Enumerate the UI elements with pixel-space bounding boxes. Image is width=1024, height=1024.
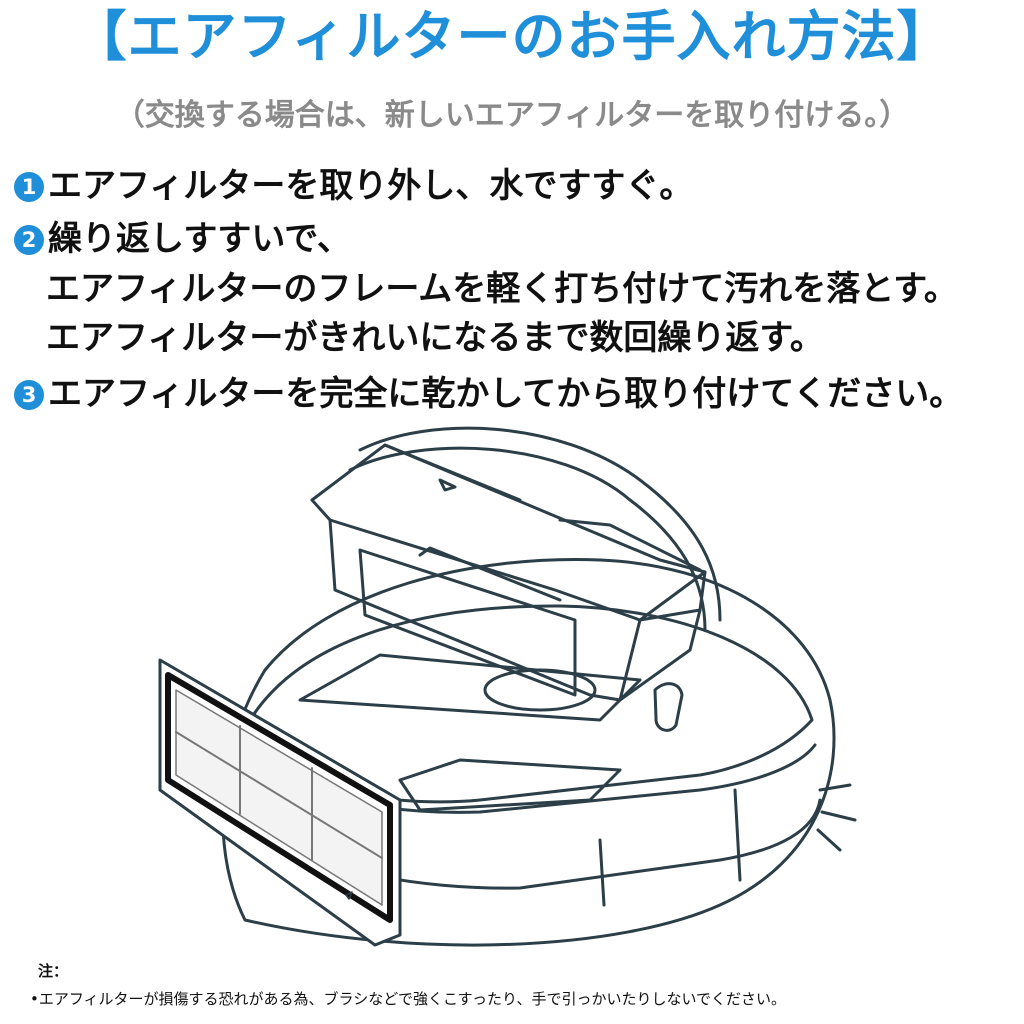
step-3-number-badge: 3 bbox=[14, 380, 44, 410]
step-2-text-line-1: 繰り返しすすいで、 bbox=[48, 219, 351, 259]
step-1-text: エアフィルターを取り外し、水ですすぐ。 bbox=[48, 166, 694, 206]
step-2-number-badge: 2 bbox=[14, 225, 44, 255]
note-heading: 注： bbox=[38, 962, 69, 980]
step-2-text-line-2: エアフィルターのフレームを軽く打ち付けて汚れを落とす。 bbox=[46, 269, 958, 309]
step-2-text-line-3: エアフィルターがきれいになるまで数回繰り返す。 bbox=[46, 318, 824, 358]
robot-vacuum-illustration bbox=[158, 426, 857, 947]
air-filter bbox=[158, 658, 402, 947]
step-1-number-badge: 1 bbox=[14, 172, 44, 202]
page-subtitle: （交換する場合は、新しいエアフィルターを取り付ける。） bbox=[114, 98, 910, 133]
step-3-text: エアフィルターを完全に乾かしてから取り付けてください。 bbox=[48, 374, 964, 414]
note-text: •エアフィルターが損傷する恐れがある為、ブラシなどで強くこすったり、手で引っかい… bbox=[30, 990, 787, 1008]
dustbin bbox=[310, 443, 707, 702]
page-title: 【エアフィルターのお手入れ方法】 bbox=[72, 5, 952, 68]
